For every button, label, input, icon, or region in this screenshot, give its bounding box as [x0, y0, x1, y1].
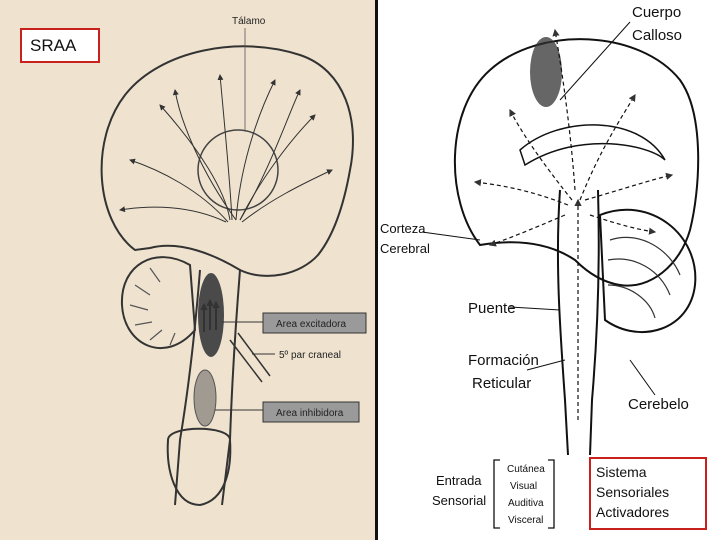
- input-label-1: Entrada: [436, 473, 482, 488]
- sraa-badge-text: SRAA: [30, 36, 76, 55]
- input-type-cutanea: Cutánea: [507, 464, 545, 475]
- cortex-label-2: Cerebral: [380, 241, 430, 256]
- cortex-hatched-region: [530, 37, 562, 107]
- input-type-visceral: Visceral: [508, 515, 543, 526]
- sensory-systems-badge: Sistema Sensoriales Activadores: [589, 457, 707, 530]
- corpus-callosum: [520, 125, 665, 165]
- input-type-visual: Visual: [510, 481, 537, 492]
- input-type-auditiva: Auditiva: [508, 498, 544, 509]
- cortex-label-1: Corteza: [380, 221, 426, 236]
- cerebellum-label: Cerebelo: [628, 396, 689, 413]
- badge-line-1: Sistema: [596, 462, 700, 482]
- pons-label: Puente: [468, 300, 516, 317]
- cerebellum-right: [600, 210, 695, 332]
- formation-label-1: Formación: [468, 352, 539, 369]
- input-label-2: Sensorial: [432, 493, 486, 508]
- badge-line-3: Activadores: [596, 502, 700, 522]
- sraa-badge: SRAA: [20, 28, 100, 63]
- badge-line-2: Sensoriales: [596, 482, 700, 502]
- formation-label-2: Reticular: [472, 375, 531, 392]
- corpus-callosum-label-1: Cuerpo: [632, 4, 681, 21]
- cerebrum-outline-right: [455, 39, 698, 285]
- cerebellum-folds-right: [608, 237, 680, 318]
- corpus-callosum-label-2: Calloso: [632, 27, 682, 44]
